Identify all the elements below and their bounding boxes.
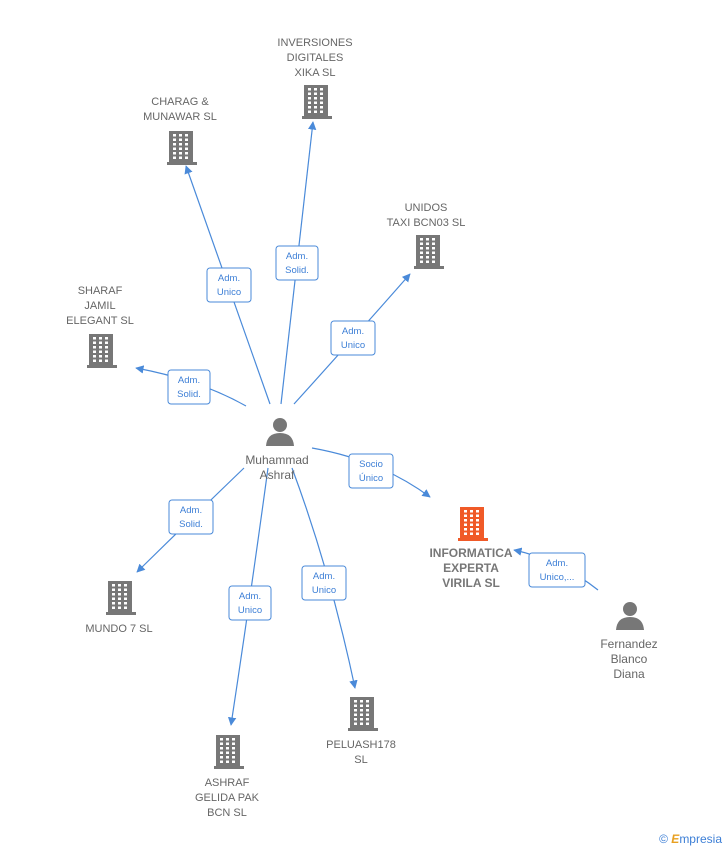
edge-label-text: Solid. (179, 519, 203, 530)
node-label: Muhammad (245, 453, 308, 467)
edge-label-text: Adm. (178, 375, 200, 386)
building-icon (414, 235, 444, 269)
edge-label-box (348, 453, 394, 489)
node-charag[interactable]: CHARAG & MUNAWAR SL (143, 96, 217, 165)
edge-label-box (275, 245, 319, 281)
copyright-symbol: © (659, 832, 668, 846)
node-label: GELIDA PAK (195, 792, 260, 804)
node-mundo[interactable]: MUNDO 7 SL (85, 581, 153, 635)
edge-label-box (528, 552, 586, 588)
edge-label-peluash[interactable]: Adm. Unico (301, 565, 347, 601)
edge-label-text: Adm. (180, 505, 202, 516)
node-label: CHARAG & (151, 96, 209, 108)
edge-label-text: Unico (238, 605, 262, 616)
node-label: MUNDO 7 SL (85, 623, 152, 635)
building-icon (214, 735, 244, 769)
node-label: ASHRAF (205, 777, 250, 789)
node-label: SHARAF (78, 285, 123, 297)
node-label: UNIDOS (405, 202, 448, 214)
edge-label-text: Adm. (342, 326, 364, 337)
node-unidos[interactable]: UNIDOS TAXI BCN03 SL (387, 202, 466, 269)
edge-label-text: Socio (359, 459, 383, 470)
brand-name: mpresia (679, 832, 722, 846)
node-label: XIKA SL (295, 67, 336, 79)
edge-label-box (301, 565, 347, 601)
building-icon (302, 85, 332, 119)
edge-label-charag[interactable]: Adm. Unico (206, 267, 252, 303)
node-sharaf[interactable]: SHARAF JAMIL ELEGANT SL (66, 285, 134, 368)
node-label: VIRILA SL (442, 576, 500, 590)
brand-initial: E (671, 832, 680, 846)
node-label: JAMIL (84, 300, 115, 312)
edge-label-box (330, 320, 376, 356)
edge-label-text: Adm. (546, 558, 568, 569)
building-icon (458, 507, 488, 541)
edge-label-text: Unico (312, 585, 336, 596)
building-icon (348, 697, 378, 731)
building-icon (87, 334, 117, 368)
person-icon (266, 418, 294, 446)
node-inversiones[interactable]: INVERSIONES DIGITALES XIKA SL (277, 37, 353, 119)
edge-label-sharaf[interactable]: Adm. Solid. (167, 369, 211, 405)
edge-label-text: Adm. (218, 273, 240, 284)
node-label: INFORMATICA (429, 546, 512, 560)
edge-label-text: Unico (341, 340, 365, 351)
edge-label-inversiones[interactable]: Adm. Solid. (275, 245, 319, 281)
node-label: MUNAWAR SL (143, 111, 217, 123)
node-label: Ashraf (260, 468, 295, 482)
edge-label-informatica[interactable]: Adm. Unico,... (528, 552, 586, 588)
person-icon (616, 602, 644, 630)
edge-label-text: Adm. (313, 571, 335, 582)
edge-label-text: Solid. (285, 265, 309, 276)
node-label: Blanco (611, 652, 648, 666)
edges-layer (135, 121, 599, 726)
node-label: EXPERTA (443, 561, 499, 575)
edge-label-text: Adm. (239, 591, 261, 602)
edge-label-box (206, 267, 252, 303)
edge-label-box (228, 585, 272, 621)
node-label: Fernandez (600, 637, 657, 651)
node-label: PELUASH178 (326, 739, 396, 751)
edge-label-ashrafgelida[interactable]: Adm. Unico (228, 585, 272, 621)
edge-label-box (168, 499, 214, 535)
node-label: SL (354, 754, 367, 766)
node-label: DIGITALES (287, 52, 344, 64)
edge-label-text: Único (359, 473, 383, 484)
node-label: INVERSIONES (277, 37, 352, 49)
edge-label-text: Adm. (286, 251, 308, 262)
edge-label-box (167, 369, 211, 405)
edge-label-mundo[interactable]: Adm. Solid. (168, 499, 214, 535)
edge-label-text: Solid. (177, 389, 201, 400)
edge-label-text: Unico,... (540, 572, 575, 583)
node-label: TAXI BCN03 SL (387, 217, 466, 229)
edge-label-text: Unico (217, 287, 241, 298)
edge-label-unidos[interactable]: Adm. Unico (330, 320, 376, 356)
watermark: © Empresia (659, 832, 722, 846)
building-icon (167, 131, 197, 165)
node-label: Diana (613, 667, 645, 681)
node-label: ELEGANT SL (66, 315, 134, 327)
building-icon (106, 581, 136, 615)
edge-labels-layer: Adm.Solid.Adm.UnicoAdm.UnicoAdm.Solid.So… (167, 245, 586, 621)
node-label: BCN SL (207, 807, 247, 819)
node-ashrafgelida[interactable]: ASHRAF GELIDA PAK BCN SL (195, 735, 260, 819)
